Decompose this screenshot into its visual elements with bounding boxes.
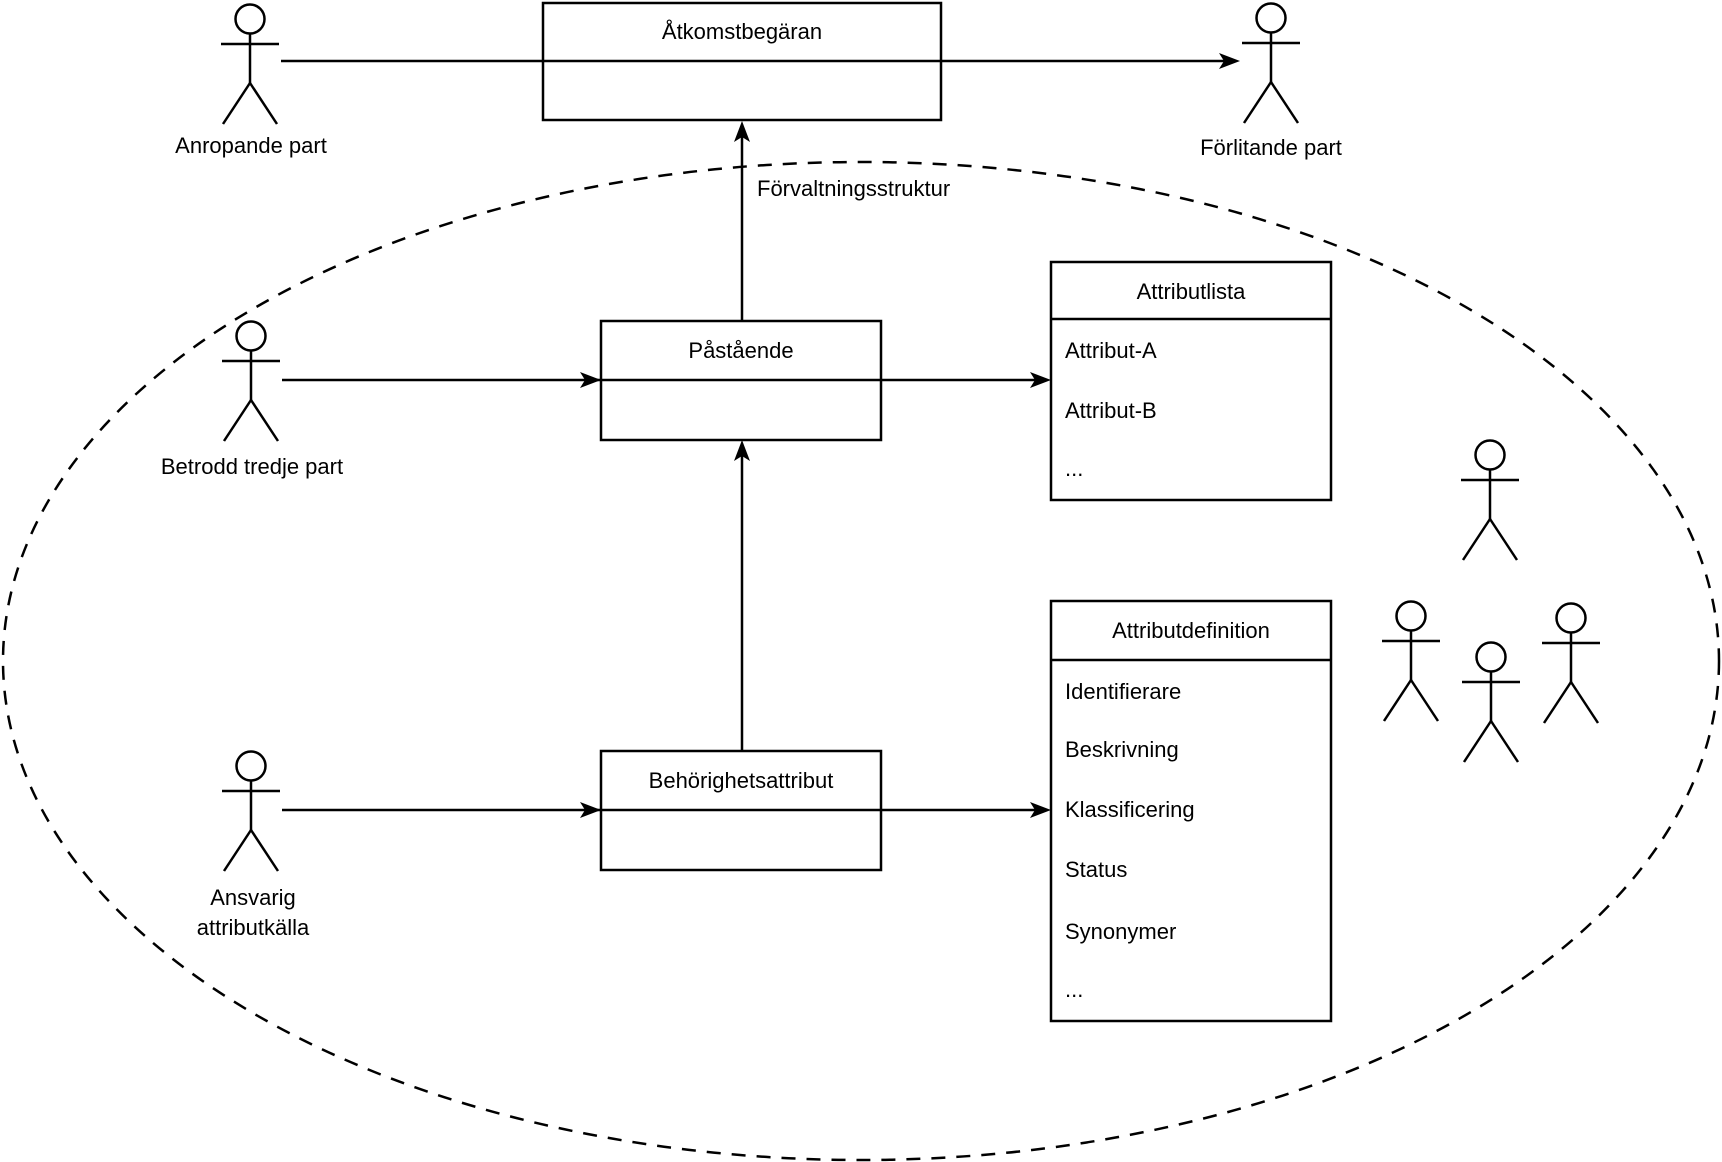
person-icon [219, 3, 281, 126]
box-attributdefinition [1049, 599, 1333, 1023]
list-item: Klassificering [1065, 797, 1195, 822]
person-icon [220, 750, 282, 873]
actor-label-ansvarig-line2: attributkälla [197, 915, 310, 940]
actor-anropande-part: Anropande part [175, 3, 327, 158]
box-title-attributlista: Attributlista [1137, 279, 1247, 304]
actor-label-anropande-part: Anropande part [175, 133, 327, 158]
person-icon [1240, 2, 1302, 125]
person-icon [1459, 439, 1521, 562]
list-item: ... [1065, 456, 1083, 481]
actor-label-betrodd-tredje-part: Betrodd tredje part [161, 454, 343, 479]
arrowhead-into-attributlista [1030, 372, 1051, 388]
arrowhead-to-forlitande [1219, 53, 1240, 69]
box-title-atkomstbegaran: Åtkomstbegäran [662, 19, 822, 44]
arrowhead-into-attributdefinition [1030, 802, 1051, 818]
arrowhead-into-behorighetsattribut [580, 802, 601, 818]
trust-boundary-ellipse [1, 160, 1721, 1162]
arrowhead-into-atkomstbegaran [734, 121, 750, 142]
list-item: Identifierare [1065, 679, 1181, 704]
box-title-attributdefinition: Attributdefinition [1112, 618, 1270, 643]
list-item: ... [1065, 977, 1083, 1002]
box-title-behorighetsattribut: Behörighetsattribut [649, 768, 834, 793]
user-group [1380, 439, 1602, 764]
actor-label-forlitande-part: Förlitande part [1200, 135, 1342, 160]
person-icon [1380, 600, 1442, 723]
attributdefinition-items: Identifierare Beskrivning Klassificering… [1065, 679, 1195, 1002]
arrowhead-into-pastaende [580, 372, 601, 388]
list-item: Status [1065, 857, 1127, 882]
arrowhead-into-pastaende-bottom [734, 440, 750, 461]
actor-ansvarig-attributkalla: Ansvarig attributkälla [197, 750, 310, 940]
list-item: Attribut-B [1065, 398, 1157, 423]
person-icon [1460, 641, 1522, 764]
box-attributlista [1049, 260, 1333, 502]
list-item: Attribut-A [1065, 338, 1157, 363]
person-icon [1540, 602, 1602, 725]
edge-label-forvaltningsstruktur: Förvaltningsstruktur [757, 176, 950, 201]
list-item: Beskrivning [1065, 737, 1179, 762]
attributlista-items: Attribut-A Attribut-B ... [1065, 338, 1157, 481]
actor-betrodd-tredje-part: Betrodd tredje part [161, 320, 343, 479]
box-title-pastaende: Påstående [688, 338, 793, 363]
person-icon [220, 320, 282, 443]
actor-forlitande-part: Förlitande part [1200, 2, 1342, 160]
list-item: Synonymer [1065, 919, 1176, 944]
actor-label-ansvarig-line1: Ansvarig [210, 885, 296, 910]
